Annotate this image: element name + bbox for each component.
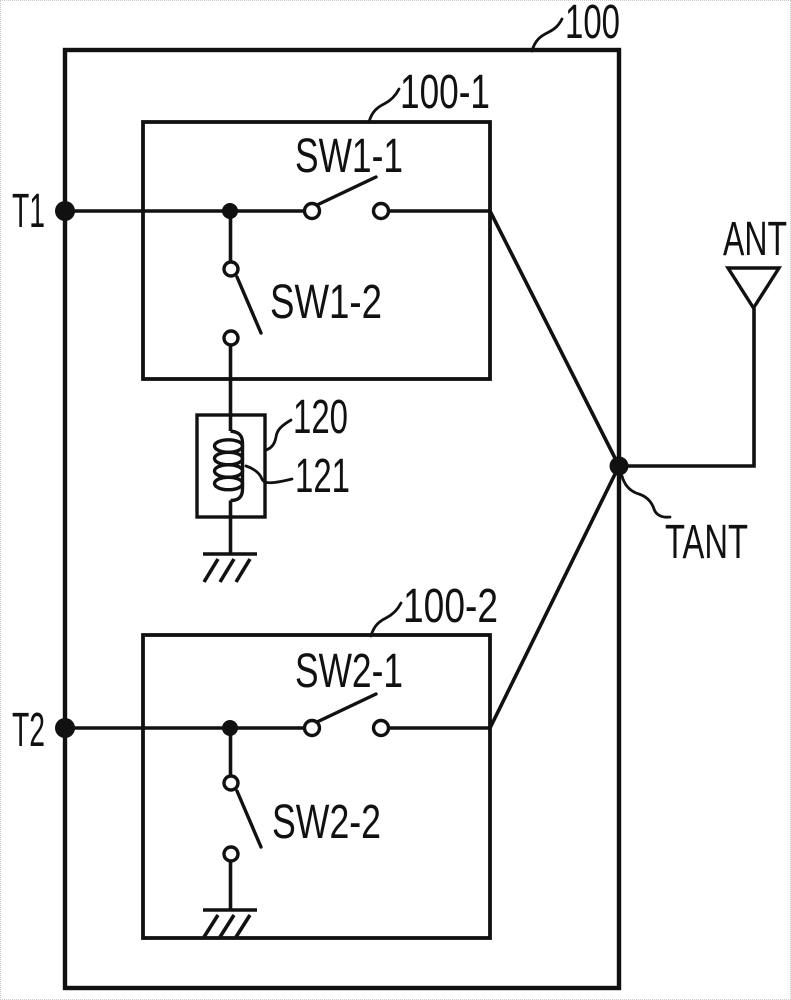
inductor-coil-turn-3 xyxy=(212,463,245,479)
sw1-1-lever xyxy=(315,175,378,207)
module-100-label: 100 xyxy=(565,0,620,49)
sw2-2-contact-bottom xyxy=(222,845,240,863)
inductor-coil-rail xyxy=(230,429,245,503)
sw2-1-contact-right xyxy=(371,718,391,738)
sw2-1-label: SW2-1 xyxy=(295,645,403,698)
antenna-terminal-label: TANT xyxy=(665,516,748,569)
inductor-coil-turn-1 xyxy=(212,438,245,454)
t1-terminal-node xyxy=(55,201,75,221)
sw1-1-label: SW1-1 xyxy=(295,130,403,183)
leader-line-100-2 xyxy=(369,601,403,638)
ground-symbol-2 xyxy=(202,908,257,938)
sw1-2-label: SW1-2 xyxy=(270,276,382,329)
leader-line-120 xyxy=(264,418,293,452)
tant-node xyxy=(609,456,629,476)
sw2-2-label: SW2-2 xyxy=(272,796,381,849)
ground-1-hash-3 xyxy=(202,558,220,583)
ground-2-hash-2 xyxy=(218,914,236,938)
block2-to-tant-wire xyxy=(488,465,621,729)
sw2-1-lever xyxy=(315,692,378,724)
t1-junction-node xyxy=(222,203,238,219)
sw2-2-contact-top xyxy=(222,774,240,792)
module-100-box xyxy=(62,47,622,991)
tant-to-antenna-wire xyxy=(619,308,756,468)
switch-block-100-1-box xyxy=(141,120,492,381)
switch-block-100-1-label: 100-1 xyxy=(400,66,490,119)
leader-line-100 xyxy=(530,17,564,53)
t2-terminal-node xyxy=(55,718,75,738)
switch-block-100-2-label: 100-2 xyxy=(403,580,498,633)
inductor-coil-turn-2 xyxy=(212,450,245,467)
inductor-coil-turn-4 xyxy=(212,475,245,492)
sw2-2-lever xyxy=(235,789,263,849)
sw1-2-contact-top xyxy=(222,260,240,278)
leader-line-100-1 xyxy=(367,87,401,124)
antenna-label: ANT xyxy=(723,213,787,266)
ground-2-hash-1 xyxy=(234,914,252,938)
terminal-t1-label: T1 xyxy=(12,185,45,238)
sw1-1-contact-right xyxy=(371,201,391,221)
sw1-2-lever xyxy=(235,275,263,335)
ground-2-hash-3 xyxy=(202,914,220,938)
switch-block-100-2-box xyxy=(141,633,492,940)
terminal-t2-label: T2 xyxy=(12,704,45,757)
t2-junction-node xyxy=(222,720,238,736)
inductor-coil-121-label: 121 xyxy=(295,450,350,503)
sw2-1-contact-left xyxy=(302,718,322,738)
leader-line-121 xyxy=(244,464,294,485)
ground-symbol-1 xyxy=(202,552,257,583)
sw1-2-contact-bottom xyxy=(222,329,240,347)
ground-1-hash-2 xyxy=(218,558,236,583)
sw1-1-contact-left xyxy=(302,201,322,221)
inductor-block-120-label: 120 xyxy=(293,391,348,444)
ground-1-hash-1 xyxy=(234,558,252,583)
block1-to-tant-wire xyxy=(488,210,621,467)
antenna-icon xyxy=(724,266,783,312)
leader-line-tant xyxy=(620,474,672,519)
